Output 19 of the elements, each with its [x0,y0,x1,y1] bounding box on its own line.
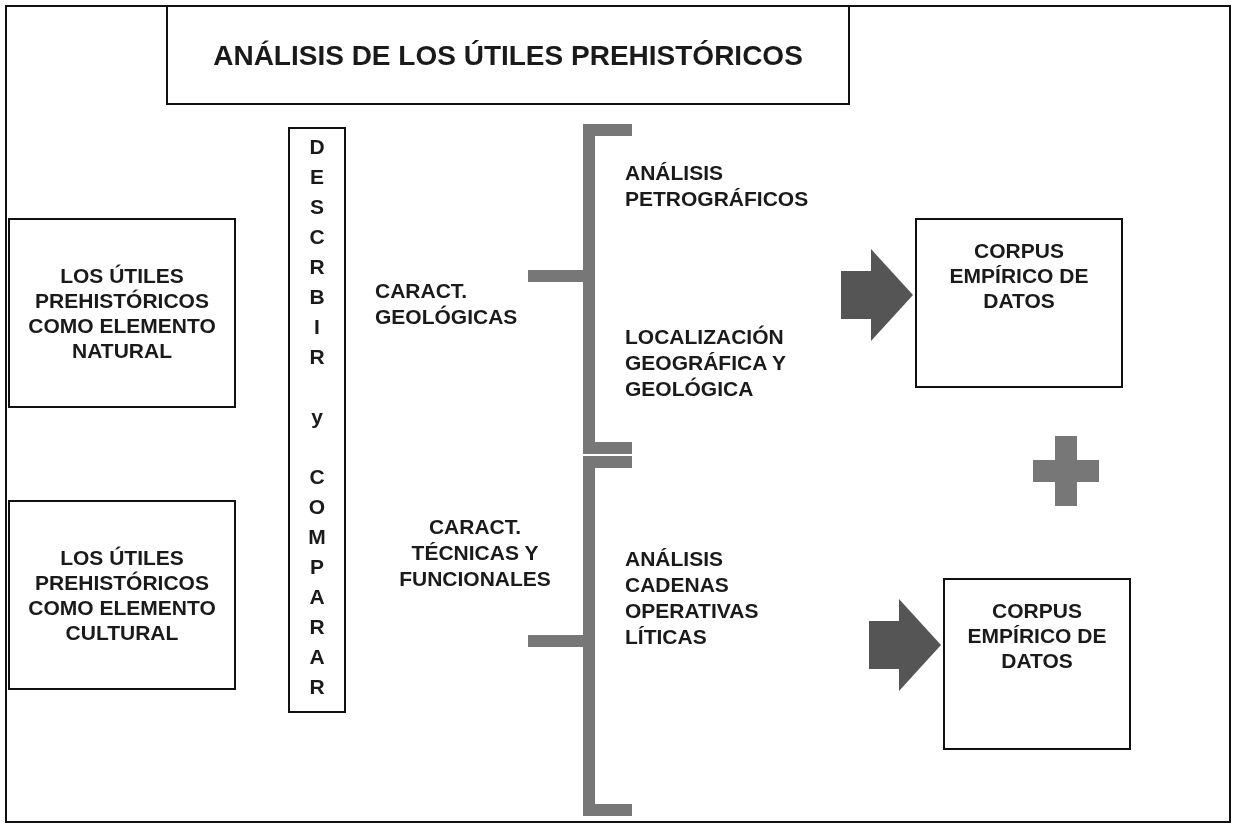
node-text: LOS ÚTILES PREHISTÓRICOS COMO ELEMENTO CULTURAL [27,545,217,645]
branch-label: ANÁLISIS CADENAS OPERATIVAS LÍTICAS [625,546,760,650]
node-text: DESCRBIR y COMPARAR [304,135,330,705]
branch-label: ANÁLISIS PETROGRÁFICOS [625,160,810,212]
concept-box [8,500,236,690]
result-box [943,578,1131,750]
node-text: CORPUS EMPÍRICO DE DATOS [966,598,1108,673]
node-text: LOS ÚTILES PREHISTÓRICOS COMO ELEMENTO NATURAL [27,263,217,363]
block-arrow [869,599,941,691]
node-text: CORPUS EMPÍRICO DE DATOS [948,238,1090,313]
branch-label: CARACT. TÉCNICAS Y FUNCIONALES [398,514,552,592]
title-box [166,5,850,105]
node-text: ANÁLISIS DE LOS ÚTILES PREHISTÓRICOS [212,42,804,68]
block-arrow [841,249,913,341]
branch-label: CARACT. GEOLÓGICAS [375,278,519,330]
branch-label: LOCALIZACIÓN GEOGRÁFICA Y GEOLÓGICA [625,324,787,402]
result-box [915,218,1123,388]
vertical-process-box [288,127,346,713]
concept-box [8,218,236,408]
